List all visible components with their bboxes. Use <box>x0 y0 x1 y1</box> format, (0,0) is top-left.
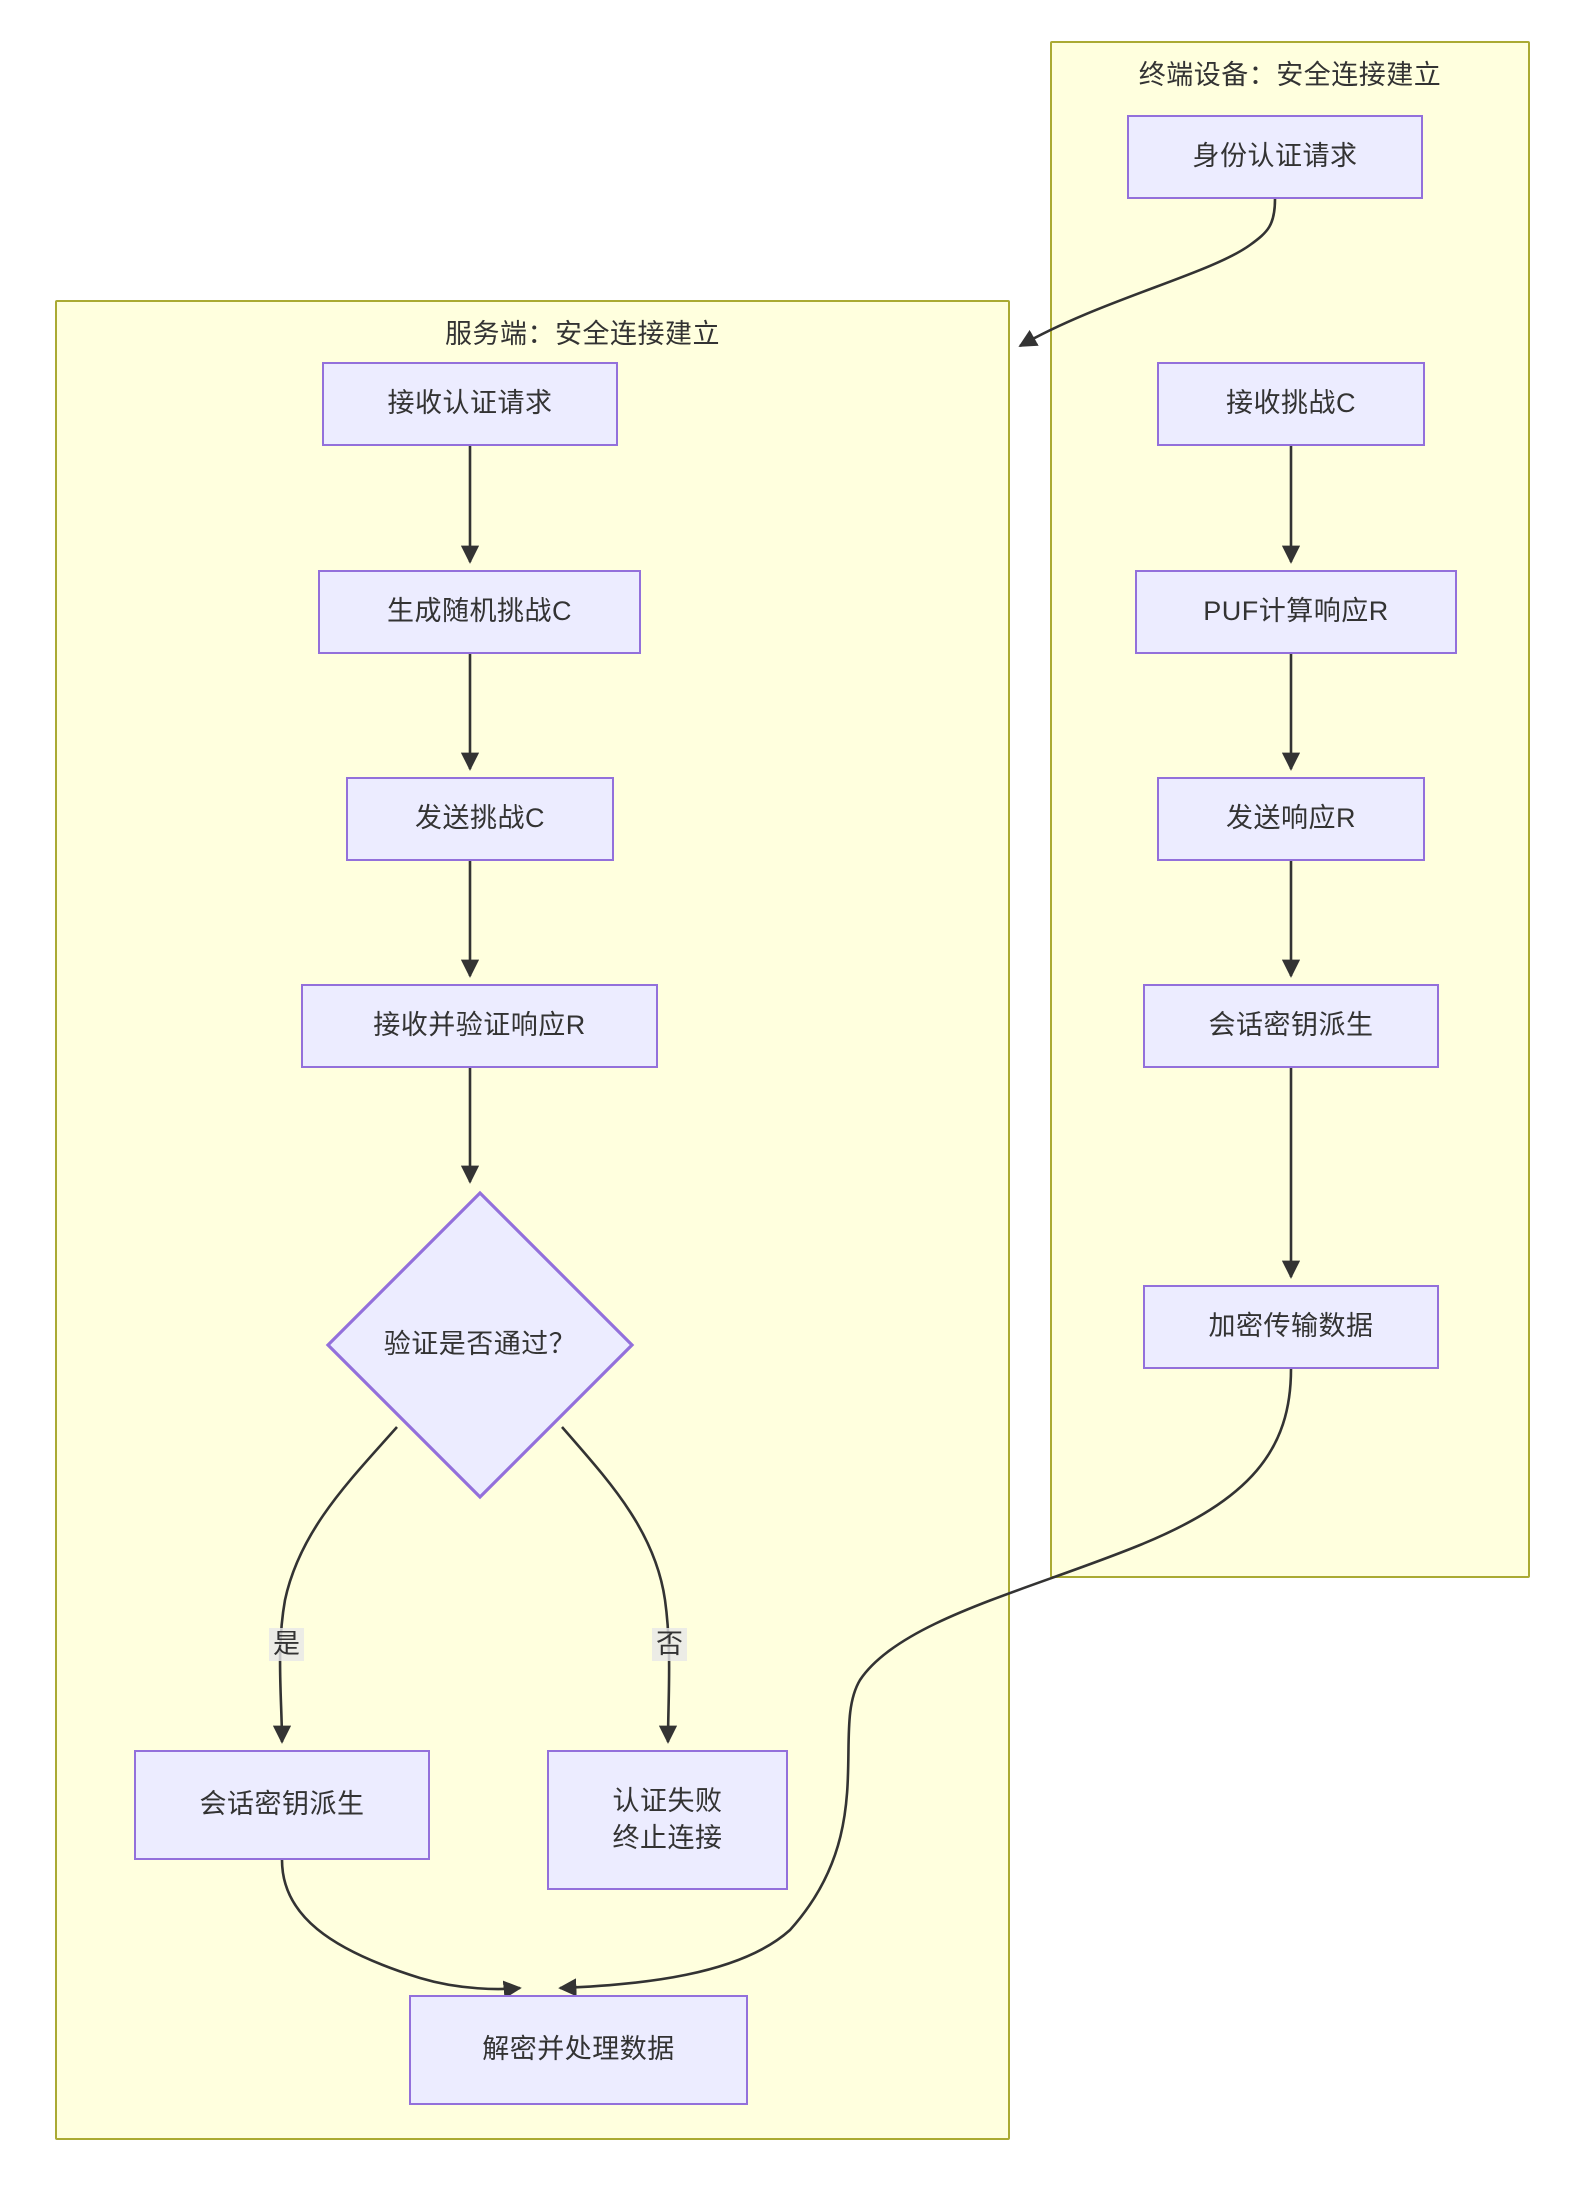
node-label: 会话密钥派生 <box>199 1789 365 1820</box>
node-srv-recv-request[interactable]: 接收认证请求 <box>322 362 618 446</box>
node-srv-decrypt-data[interactable]: 解密并处理数据 <box>409 1995 748 2105</box>
cluster-server-title: 服务端：安全连接建立 <box>445 319 720 349</box>
node-label: 解密并处理数据 <box>482 2034 675 2065</box>
node-label: 发送挑战C <box>415 803 545 834</box>
node-label: 会话密钥派生 <box>1208 1010 1374 1041</box>
node-srv-auth-failed[interactable]: 认证失败 终止连接 <box>547 1750 788 1890</box>
node-dev-session-key[interactable]: 会话密钥派生 <box>1143 984 1439 1068</box>
node-label: 生成随机挑战C <box>387 596 572 627</box>
edge-label-yes: 是 <box>269 1628 304 1662</box>
node-dev-encrypt-send[interactable]: 加密传输数据 <box>1143 1285 1439 1369</box>
node-dev-send-response[interactable]: 发送响应R <box>1157 777 1425 861</box>
node-srv-verify-response[interactable]: 接收并验证响应R <box>301 984 658 1068</box>
node-label: 加密传输数据 <box>1208 1311 1374 1342</box>
node-dev-puf-response[interactable]: PUF计算响应R <box>1135 570 1457 654</box>
node-srv-verify-decision[interactable]: 验证是否通过？ <box>325 1190 635 1500</box>
node-label: 验证是否通过？ <box>383 1329 577 1360</box>
node-dev-auth-request[interactable]: 身份认证请求 <box>1127 115 1423 199</box>
node-srv-gen-challenge[interactable]: 生成随机挑战C <box>318 570 641 654</box>
node-srv-send-challenge[interactable]: 发送挑战C <box>346 777 614 861</box>
node-label: 接收挑战C <box>1226 388 1356 419</box>
node-label: 发送响应R <box>1226 803 1356 834</box>
node-label: 接收并验证响应R <box>373 1010 586 1041</box>
cluster-device-title: 终端设备：安全连接建立 <box>1138 60 1442 90</box>
edge-label-no: 否 <box>652 1628 687 1662</box>
node-label: 身份认证请求 <box>1192 141 1358 172</box>
node-dev-recv-challenge[interactable]: 接收挑战C <box>1157 362 1425 446</box>
diamond-shape-icon <box>325 1190 635 1500</box>
node-label: 接收认证请求 <box>387 388 553 419</box>
node-label: PUF计算响应R <box>1203 596 1389 627</box>
node-label: 认证失败 终止连接 <box>612 1785 723 1853</box>
node-srv-session-key[interactable]: 会话密钥派生 <box>134 1750 430 1860</box>
